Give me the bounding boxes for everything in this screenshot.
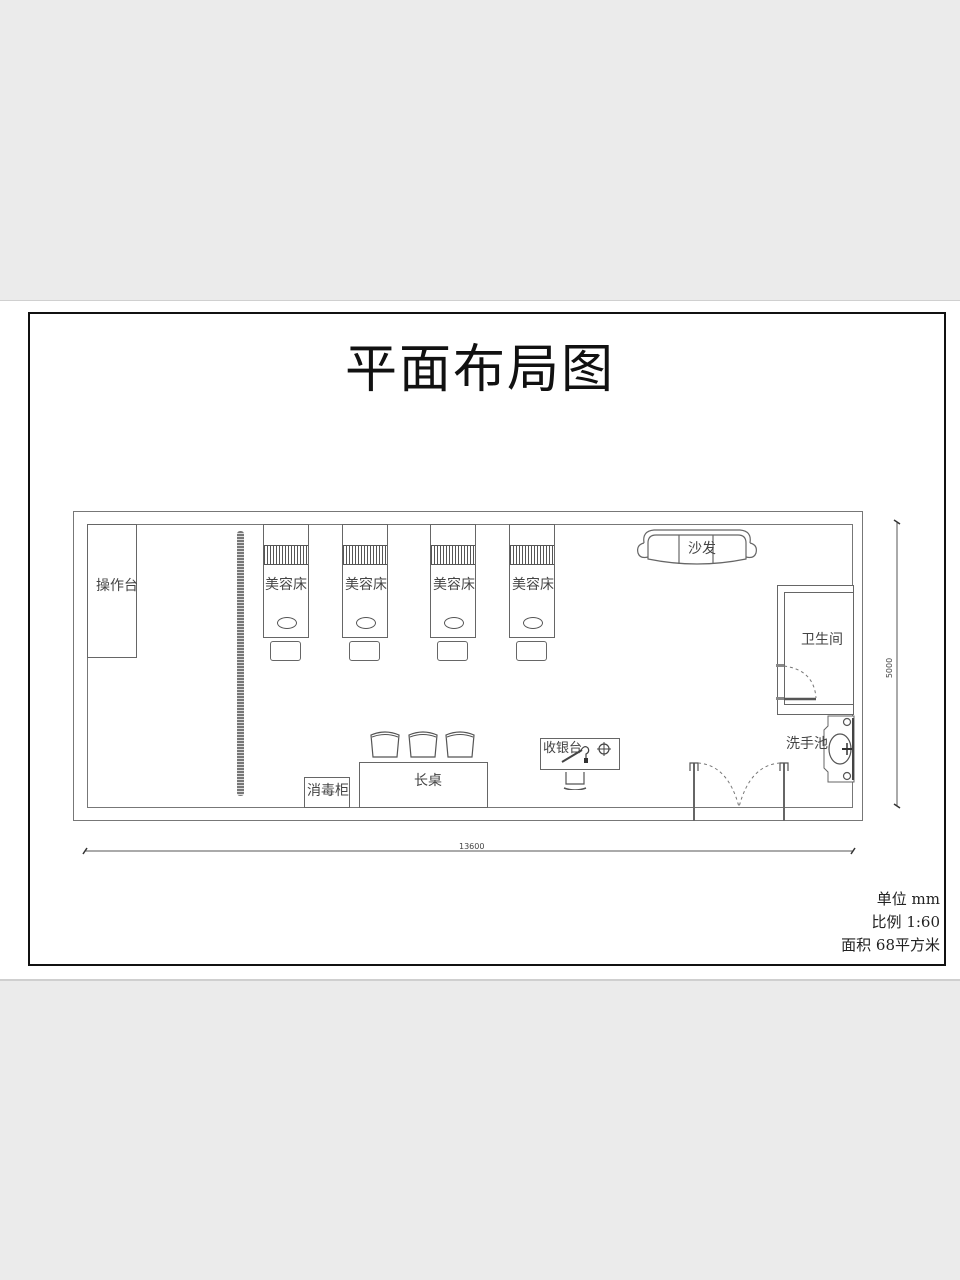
cashier-equipment-icon [561,742,611,790]
cashier-desk-label: 收银台 [543,741,583,756]
restroom-door-icon [776,664,817,701]
stool [516,641,547,661]
scale-note: 比例 1:60 [871,913,940,931]
long-table-label: 长桌 [414,773,442,789]
bed-headrest [431,545,475,565]
beauty-bed-3 [430,524,476,638]
stool [270,641,301,661]
chair-icon [408,731,438,758]
restroom-label: 卫生间 [801,632,843,648]
bead-curtain [237,531,244,796]
cashier-desk [540,738,620,770]
sofa-icon [637,529,757,565]
disinfection-cabinet [304,777,350,808]
wash-basin-icon [823,715,855,783]
disinfection-cabinet-label: 消毒柜 [307,783,349,799]
wash-basin-label: 洗手池 [786,736,828,752]
unit-note: 单位 mm [876,890,940,908]
beauty-bed-label: 美容床 [512,577,554,593]
chair-icon [370,731,400,758]
beauty-bed-label: 美容床 [433,577,475,593]
sofa-label: 沙发 [688,541,716,557]
drawing-notes: 单位 mm 比例 1:60 面积 68平方米 [841,888,940,957]
face-hole-icon [523,617,543,629]
work-counter [87,524,137,658]
beauty-bed-2 [342,524,388,638]
width-dimension-line [82,847,856,855]
long-table [359,762,488,808]
outer-wall [73,511,863,821]
beauty-bed-4 [509,524,555,638]
area-note: 面积 68平方米 [841,936,940,954]
beauty-bed-label: 美容床 [345,577,387,593]
beauty-bed-label: 美容床 [265,577,307,593]
chair-icon [445,731,475,758]
bed-headrest [264,545,308,565]
stool [349,641,380,661]
depth-dimension-label: 5000 [885,657,895,679]
depth-dimension-line [893,519,901,809]
width-dimension-label: 13600 [459,842,485,851]
restroom-wall-inner [784,592,854,705]
bed-headrest [343,545,387,565]
face-hole-icon [277,617,297,629]
page-title: 平面布局图 [344,340,615,400]
bed-headrest [510,545,554,565]
beauty-bed-1 [263,524,309,638]
face-hole-icon [356,617,376,629]
work-counter-label: 操作台 [96,578,138,594]
drawing-frame [28,312,946,966]
stool [437,641,468,661]
face-hole-icon [444,617,464,629]
entrance-door-icon [689,762,789,821]
